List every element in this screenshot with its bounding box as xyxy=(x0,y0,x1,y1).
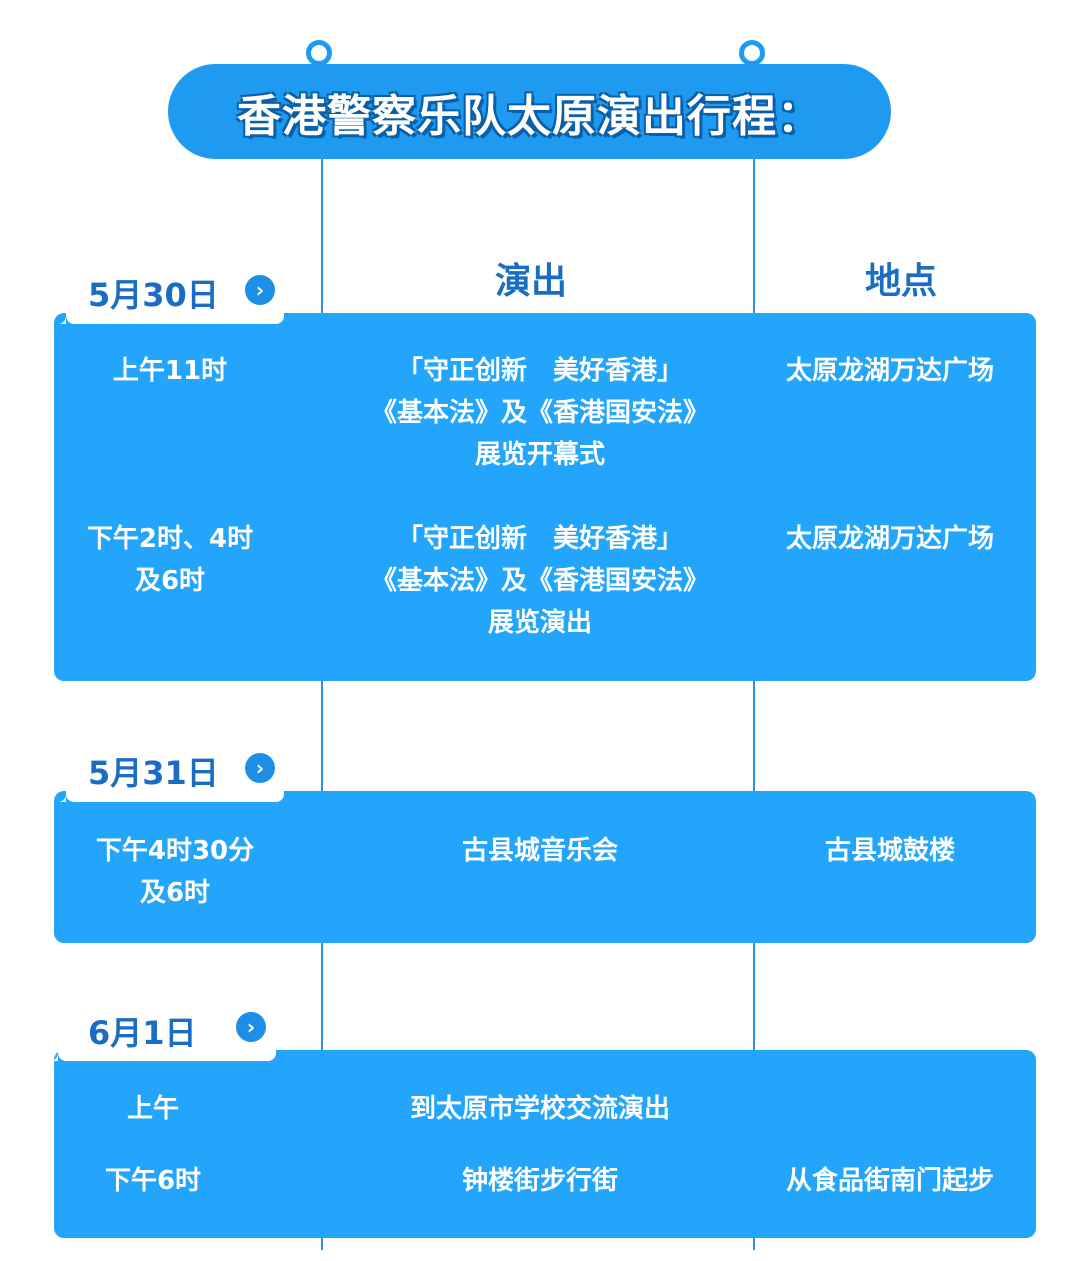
chevron-right-icon: › xyxy=(245,275,275,305)
time-cell: 上午11时 xyxy=(55,350,285,392)
day-panel-0601 xyxy=(54,1050,1036,1238)
place-cell: 太原龙湖万达广场 xyxy=(785,356,994,386)
connector-line-right xyxy=(753,150,755,1250)
show-cell: 到太原市学校交流演出 xyxy=(330,1088,750,1130)
show-line: 「守正创新 美好香港」 xyxy=(396,524,683,554)
chevron-right-icon: › xyxy=(236,1012,266,1042)
show-line: 展览演出 xyxy=(487,608,592,638)
show-cell: 「守正创新 美好香港」 《基本法》及《香港国安法》 展览开幕式 xyxy=(330,350,750,476)
hanger-ring-icon xyxy=(306,40,332,66)
time-cell: 下午6时 xyxy=(38,1160,268,1202)
show-cell: 古县城音乐会 xyxy=(330,830,750,872)
time-line: 及6时 xyxy=(139,878,211,908)
show-line: 钟楼街步行街 xyxy=(461,1166,618,1196)
day-panel-0530 xyxy=(54,313,1036,681)
time-cell: 下午4时30分 及6时 xyxy=(60,830,290,914)
place-cell: 从食品街南门起步 xyxy=(785,1166,994,1196)
show-line: 到太原市学校交流演出 xyxy=(409,1094,670,1124)
show-line: 古县城音乐会 xyxy=(461,836,618,866)
show-line: 《基本法》及《香港国安法》 xyxy=(370,566,709,596)
connector-line-left xyxy=(321,150,323,1250)
column-header-show: 演出 xyxy=(494,261,567,302)
show-cell: 钟楼街步行街 xyxy=(330,1160,750,1202)
page-title: 香港警察乐队太原演出行程： xyxy=(237,90,822,142)
chevron-right-icon: › xyxy=(245,753,275,783)
time-line: 下午4时30分 xyxy=(95,836,255,866)
time-line: 上午 xyxy=(126,1094,179,1124)
show-line: 展览开幕式 xyxy=(474,440,605,470)
show-line: 《基本法》及《香港国安法》 xyxy=(370,398,709,428)
date-label: 5月30日 xyxy=(88,276,219,314)
place-cell: 太原龙湖万达广场 xyxy=(785,524,994,554)
date-label: 5月31日 xyxy=(88,754,219,792)
time-line: 上午11时 xyxy=(112,356,228,386)
title-banner: 香港警察乐队太原演出行程： xyxy=(168,64,891,159)
place-cell: 古县城鼓楼 xyxy=(824,836,955,866)
time-line: 下午2时、4时 xyxy=(86,524,254,554)
time-cell: 上午 xyxy=(38,1088,268,1130)
day-panel-0531 xyxy=(54,791,1036,943)
time-line: 及6时 xyxy=(134,566,206,596)
show-line: 「守正创新 美好香港」 xyxy=(396,356,683,386)
time-cell: 下午2时、4时 及6时 xyxy=(55,518,285,602)
show-cell: 「守正创新 美好香港」 《基本法》及《香港国安法》 展览演出 xyxy=(330,518,750,644)
date-label: 6月1日 xyxy=(88,1014,197,1052)
time-line: 下午6时 xyxy=(104,1166,202,1196)
hanger-ring-icon xyxy=(739,40,765,66)
column-header-place: 地点 xyxy=(864,261,937,302)
